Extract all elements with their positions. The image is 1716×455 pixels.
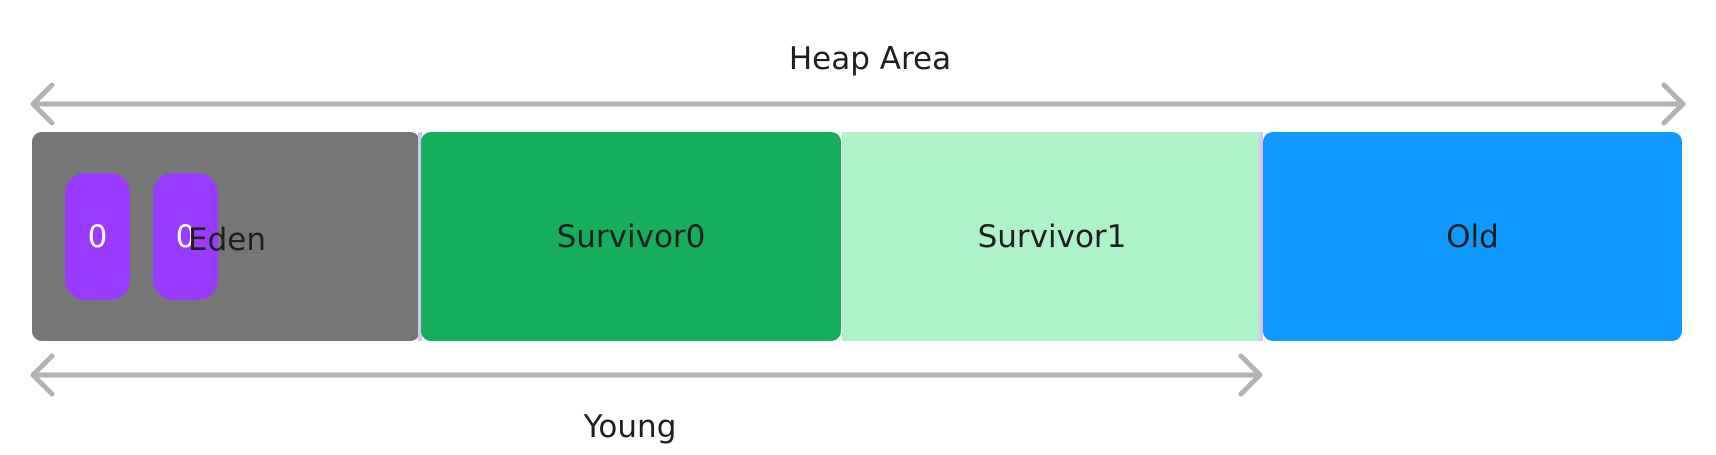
eden-label: Eden bbox=[188, 222, 266, 258]
eden-object: 0 bbox=[65, 173, 130, 300]
survivor0-region: Survivor0 bbox=[421, 132, 841, 341]
young-label: Young bbox=[583, 409, 677, 445]
old-region: Old bbox=[1263, 132, 1682, 341]
survivor1-label: Survivor1 bbox=[977, 218, 1127, 255]
region-divider bbox=[1259, 132, 1263, 341]
heap-area-arrow bbox=[30, 82, 1686, 126]
region-divider bbox=[418, 132, 422, 341]
heap-area-label: Heap Area bbox=[788, 41, 952, 77]
young-arrow bbox=[30, 353, 1263, 397]
survivor0-label: Survivor0 bbox=[556, 218, 706, 255]
survivor1-region: Survivor1 bbox=[842, 132, 1262, 341]
old-label: Old bbox=[1446, 218, 1499, 255]
eden-object: 0 bbox=[153, 173, 218, 300]
